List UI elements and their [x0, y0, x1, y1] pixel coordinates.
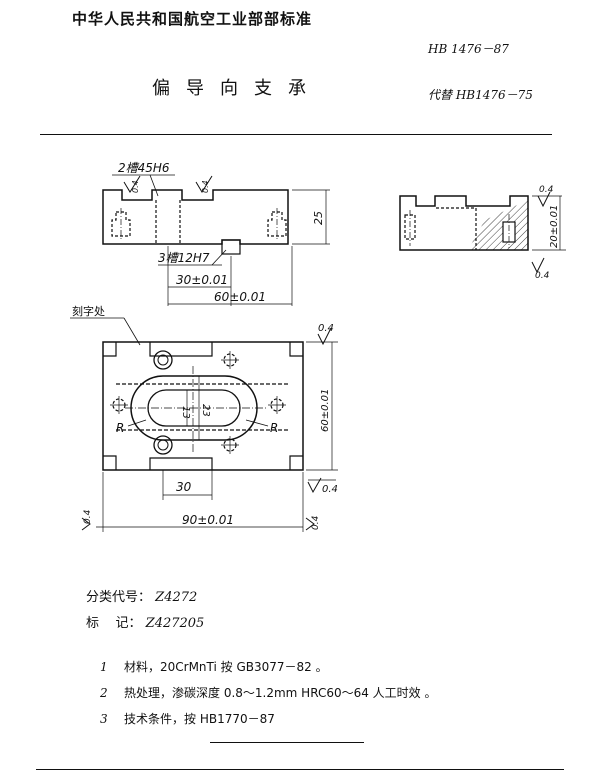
front-view: [102, 174, 330, 306]
side-roughness-top: 0.4: [539, 185, 554, 195]
side-view: [399, 191, 566, 274]
plan-roughness-left: 0.4: [83, 509, 93, 524]
plan-roughness-right: 0.4: [311, 515, 321, 530]
classification-value: Z4272: [155, 590, 198, 605]
front-roughness-left: 0.4: [131, 180, 140, 193]
organization-title: 中华人民共和国航空工业部部标准: [72, 10, 313, 28]
front-dim-60: 60±0.01: [214, 290, 266, 304]
plan-width-dim: 90±0.01: [182, 513, 234, 527]
side-roughness-bottom: 0.4: [535, 271, 550, 281]
front-top-label: 2槽45H6: [118, 161, 170, 175]
replaces-standard: 代替 HB1476－75: [428, 88, 533, 102]
footer-rule: [36, 769, 564, 770]
plan-height-dim: 60±0.01: [320, 389, 331, 432]
standard-number: HB 1476－87: [428, 42, 509, 56]
plan-roughness-mid: 0.4: [322, 484, 338, 495]
radius-left: R: [116, 421, 124, 435]
slot-dim-13: 13: [180, 406, 191, 419]
marking-code: 标 记： Z427205: [86, 612, 204, 631]
classification-code: 分类代号： Z4272: [86, 586, 197, 605]
radius-right: R: [270, 421, 278, 435]
classification-label: 分类代号：: [86, 590, 152, 605]
front-dim-30: 30±0.01: [176, 273, 228, 287]
plan-roughness-top: 0.4: [318, 323, 334, 334]
front-height-dim: 25: [312, 211, 325, 225]
front-bottom-label: 3槽12H7: [158, 251, 210, 265]
side-height-dim: 20±0.01: [549, 205, 560, 248]
marking-value: Z427205: [145, 616, 205, 631]
document-title: 偏导向支承: [152, 78, 322, 99]
slot-dim-23: 23: [200, 404, 211, 417]
plan-dim-30: 30: [176, 480, 192, 494]
end-rule: [210, 742, 364, 743]
front-roughness-right: 0.4: [201, 180, 210, 193]
engraving-leader-label: 刻字处: [72, 304, 105, 318]
plan-view: [70, 317, 338, 532]
marking-label: 标 记：: [86, 616, 142, 631]
header-rule: [40, 134, 552, 135]
